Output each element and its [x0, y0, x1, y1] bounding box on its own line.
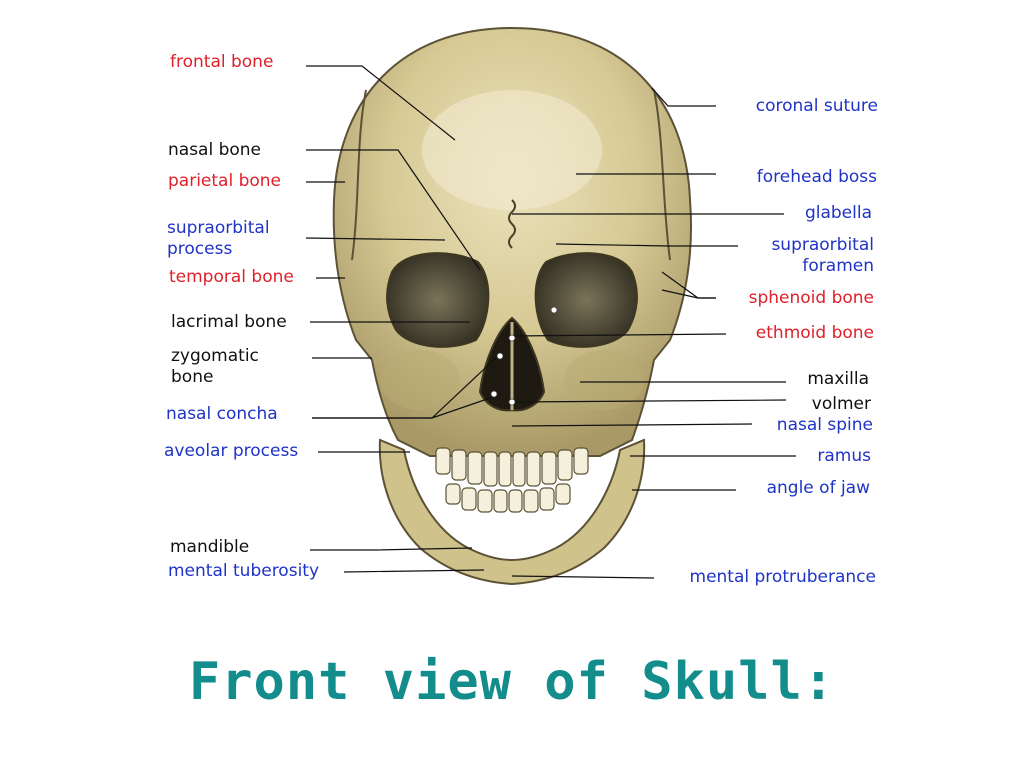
label-forehead-boss: forehead boss: [756, 167, 877, 187]
label-nasal-spine: nasal spine: [776, 415, 873, 435]
label-mental-protruberance: mental protruberance: [689, 567, 876, 587]
label-lacrimal-bone: lacrimal bone: [171, 312, 287, 332]
marker-dots: [490, 306, 558, 406]
label-sphenoid-bone: sphenoid bone: [748, 288, 874, 308]
label-maxilla: maxilla: [807, 369, 869, 389]
label-ethmoid-bone: ethmoid bone: [755, 323, 874, 343]
label-aveolar-process: aveolar process: [164, 441, 299, 461]
leader-lines: [305, 65, 796, 579]
label-volmer: volmer: [811, 394, 871, 414]
skull-diagram: [305, 26, 796, 586]
label-coronal-suture: coronal suture: [755, 96, 878, 116]
right-orbit: [534, 252, 638, 348]
teeth: [435, 447, 589, 513]
label-nasal-concha: nasal concha: [166, 404, 278, 424]
label-temporal-bone: temporal bone: [169, 267, 294, 287]
label-mental-tuberosity: mental tuberosity: [168, 561, 320, 581]
label-glabella: glabella: [804, 203, 872, 223]
label-supraorbital-foramen: supraorbital foramen: [771, 235, 874, 276]
label-mandible: mandible: [170, 537, 250, 557]
page-title: Front view of Skull:: [188, 652, 836, 712]
label-frontal-bone: frontal bone: [170, 52, 274, 72]
label-supraorbital-process: supraorbital process: [167, 218, 270, 259]
label-ramus: ramus: [817, 446, 871, 466]
label-zygomatic-bone: zygomatic bone: [171, 346, 259, 387]
label-nasal-bone: nasal bone: [168, 140, 262, 160]
label-parietal-bone: parietal bone: [168, 171, 282, 191]
left-orbit: [386, 252, 490, 348]
label-angle-of-jaw: angle of jaw: [766, 478, 870, 498]
